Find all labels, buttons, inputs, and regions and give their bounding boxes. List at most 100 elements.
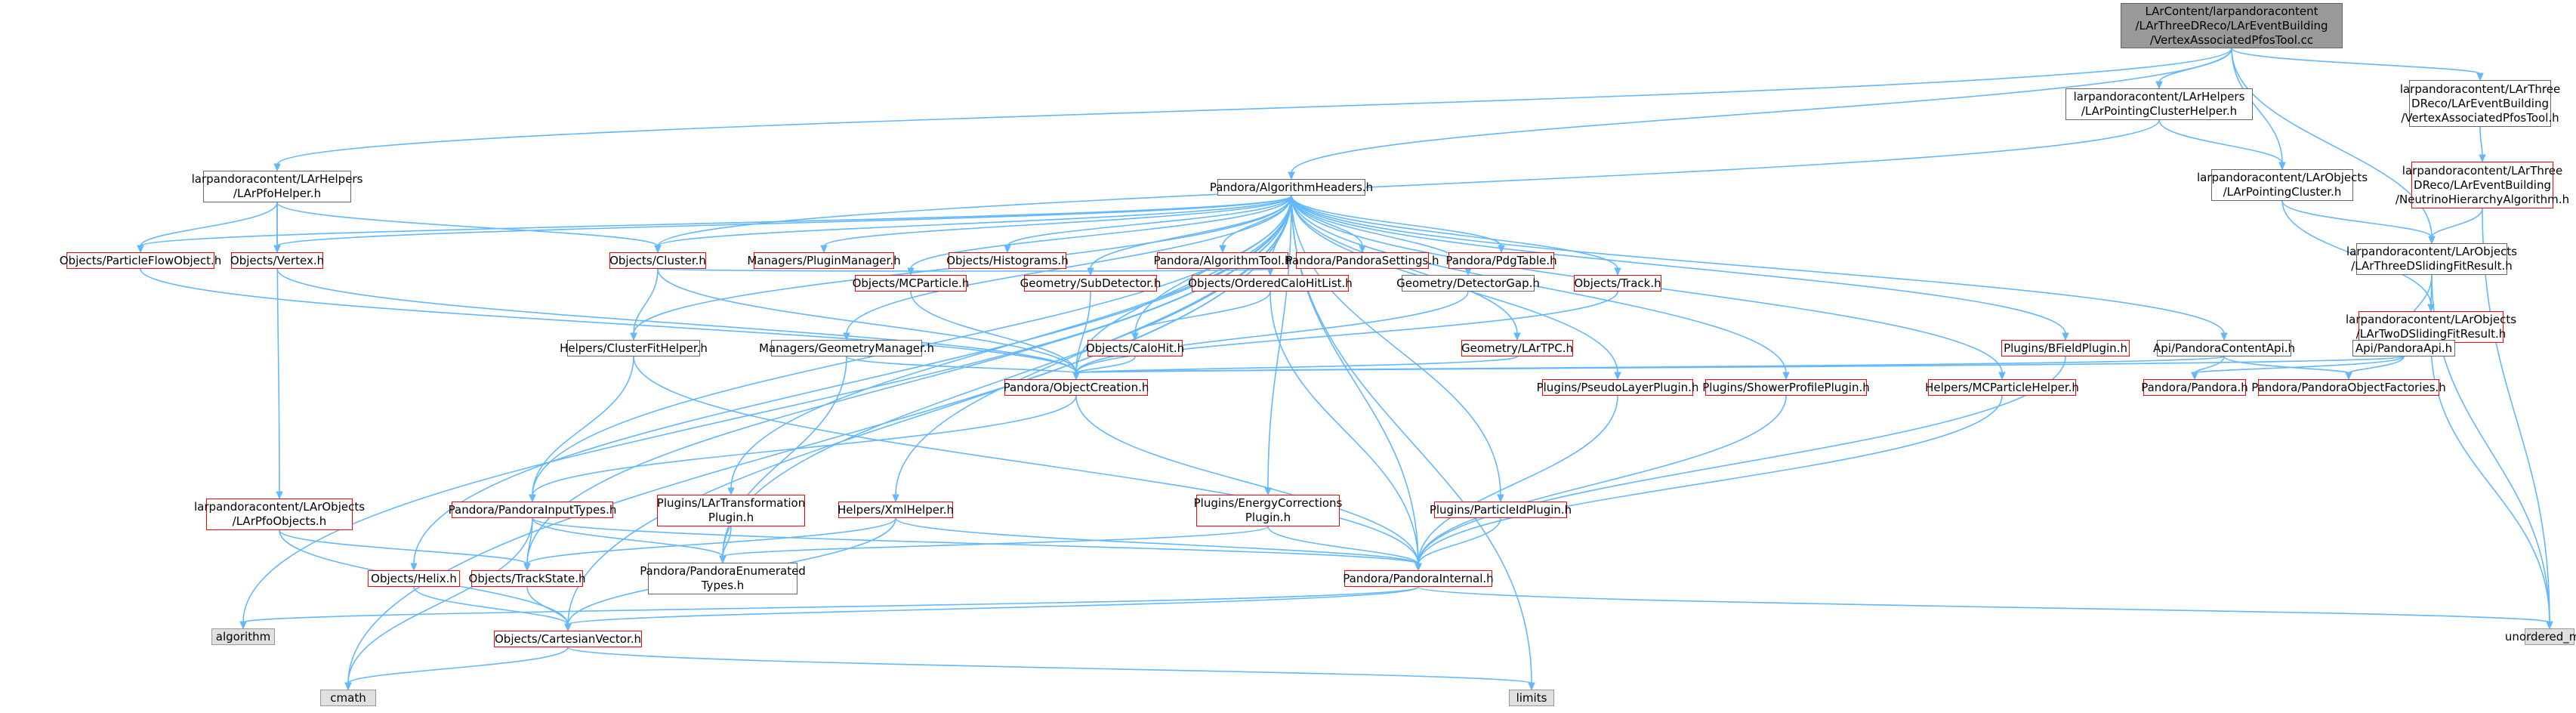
node-root[interactable]: LArContent/larpandoracontent /LArThreeDR… <box>2121 3 2343 48</box>
edge-algHeaders-to-objectCreation <box>1075 195 1292 374</box>
edge-arrowhead <box>276 491 283 500</box>
node-alg-headers[interactable]: Pandora/AlgorithmHeaders.h <box>1210 179 1373 196</box>
edge-arrowhead <box>1288 171 1295 181</box>
node-mc-particle[interactable]: Objects/MCParticle.h <box>853 275 969 292</box>
edge-arrowhead <box>1131 332 1139 341</box>
edge-algHeaders-to-pluginManager <box>823 195 1292 247</box>
edge-arrowhead <box>1528 682 1535 691</box>
node-object-factories[interactable]: Pandora/PandoraObjectFactories.h <box>2251 379 2446 396</box>
node-pfo-helper[interactable]: larpandoracontent/LArHelpers /LArPfoHelp… <box>192 171 362 202</box>
edge-arrowhead <box>2479 154 2486 163</box>
node-helix[interactable]: Objects/Helix.h <box>368 570 460 587</box>
node-pandora-settings[interactable]: Pandora/PandoraSettings.h <box>1285 252 1439 269</box>
edge-root-to-pointingClusterHelper <box>2158 48 2232 83</box>
node-lar-t-p-c[interactable]: Geometry/LArTPC.h <box>1461 340 1573 356</box>
edge-pfoHelper-to-pfObject <box>140 202 278 247</box>
node-input-types[interactable]: Pandora/PandoraInputTypes.h <box>449 502 616 518</box>
edge-showerProfilePlugin-to-pandoraInternal <box>1418 395 1787 565</box>
node-calo-hit[interactable]: Objects/CaloHit.h <box>1086 340 1184 356</box>
node-pseudo-layer-plugin[interactable]: Plugins/PseudoLayerPlugin.h <box>1537 379 1698 396</box>
edge-vertexToolH-to-neutrinoAlg <box>2479 126 2483 156</box>
edge-pointingCluster-to-threeDSliding <box>2281 200 2433 238</box>
edge-neutrinoAlg-to-threeDSliding <box>2431 208 2483 238</box>
node-track-state[interactable]: Objects/TrackState.h <box>469 570 585 587</box>
node-vertex-tool-h[interactable]: larpandoracontent/LArThree DReco/LArEven… <box>2400 80 2560 127</box>
node-cluster-fit-helper[interactable]: Helpers/ClusterFitHelper.h <box>560 340 708 356</box>
edge-arrowhead <box>2428 236 2436 245</box>
node-neutrino-alg[interactable]: larpandoracontent/LArThree DReco/LArEven… <box>2396 162 2569 208</box>
edge-energyCorrections-to-pandoraInternal <box>1267 526 1419 565</box>
edge-root-to-pfoHelper <box>276 48 2232 165</box>
node-pointing-cluster[interactable]: larpandoracontent/LArObjects /LArPointin… <box>2197 169 2368 201</box>
edge-arrowhead <box>2062 332 2069 341</box>
node-algorithm[interactable]: algorithm <box>211 628 275 645</box>
node-sub-detector[interactable]: Geometry/SubDetector.h <box>1020 275 1161 292</box>
node-cartesian-vector[interactable]: Objects/CartesianVector.h <box>494 631 642 647</box>
edge-arrowhead <box>1614 267 1621 276</box>
edge-pseudoLayerPlugin-to-pandoraInternal <box>1418 395 1618 565</box>
edge-cluster-to-clusterFitHelper <box>633 268 659 335</box>
edge-pandoraContentApi-to-objectFactories <box>2223 356 2349 374</box>
edge-arrowhead <box>564 623 572 632</box>
edge-caloHit-to-objectCreation <box>1075 356 1136 374</box>
edge-transformPlugin-to-enumeratedTypes <box>722 526 732 557</box>
node-pdg-table[interactable]: Pandora/PdgTable.h <box>1445 252 1557 269</box>
edge-arrowhead <box>523 563 531 572</box>
node-cluster[interactable]: Objects/Cluster.h <box>609 252 706 269</box>
node-pandora-content-api[interactable]: Api/PandoraContentApi.h <box>2153 340 2295 356</box>
edge-larTPC-to-objectCreation <box>1075 356 1518 374</box>
edge-arrowhead <box>137 245 144 254</box>
edge-algHeaders-to-track <box>1291 195 1618 270</box>
edge-pandoraInternal-to-algorithm <box>242 586 1419 623</box>
node-transform-plugin[interactable]: Plugins/LArTransformation Plugin.h <box>657 495 805 526</box>
node-xml-helper[interactable]: Helpers/XmlHelper.h <box>838 502 954 518</box>
edge-algHeaders-to-particleIdPlugin <box>1291 195 1501 496</box>
node-particle-id-plugin[interactable]: Plugins/ParticleIdPlugin.h <box>1430 502 1572 518</box>
edge-arrowhead <box>1513 332 1521 341</box>
node-ordered-calo-hit[interactable]: Objects/OrderedCaloHitList.h <box>1188 275 1353 292</box>
edge-subDetector-to-objectCreation <box>1075 291 1091 374</box>
edge-mcParticle-to-objectCreation <box>910 291 1077 374</box>
node-pointing-cluster-helper[interactable]: larpandoracontent/LArHelpers /LArPointin… <box>2065 88 2253 120</box>
node-plugin-manager[interactable]: Managers/PluginManager.h <box>747 252 901 269</box>
edge-algHeaders-to-algorithm <box>242 195 1292 623</box>
edge-xmlHelper-to-pandoraInternal <box>895 517 1419 565</box>
edge-mcParticleHelper-to-pandoraInternal <box>1418 395 2003 565</box>
edge-arrowhead <box>892 494 899 503</box>
node-track[interactable]: Objects/Track.h <box>1574 275 1661 292</box>
edge-arrowhead <box>344 682 352 691</box>
node-object-creation[interactable]: Pandora/ObjectCreation.h <box>1004 379 1149 396</box>
edge-pfoHelper-to-cluster <box>276 202 659 247</box>
node-pandora-internal[interactable]: Pandora/PandoraInternal.h <box>1343 570 1494 587</box>
node-pfo-objects[interactable]: larpandoracontent/LArObjects /LArPfoObje… <box>194 498 365 530</box>
node-shower-profile-plugin[interactable]: Plugins/ShowerProfilePlugin.h <box>1702 379 1870 396</box>
node-pf-object[interactable]: Objects/ParticleFlowObject.h <box>60 252 221 269</box>
edge-arrowhead <box>2476 73 2484 82</box>
node-histograms[interactable]: Objects/Histograms.h <box>946 252 1069 269</box>
node-mc-particle-helper[interactable]: Helpers/MCParticleHelper.h <box>1925 379 2079 396</box>
node-alg-tool[interactable]: Pandora/AlgorithmTool.h <box>1153 252 1292 269</box>
node-pandora-h[interactable]: Pandora/Pandora.h <box>2141 379 2248 396</box>
node-b-field-plugin[interactable]: Plugins/BFieldPlugin.h <box>2001 340 2130 356</box>
edge-pandoraApi-to-pandoraH <box>2194 356 2405 374</box>
node-unordered-map[interactable]: unordered_map <box>2505 628 2576 645</box>
node-cmath[interactable]: cmath <box>320 690 376 706</box>
node-detector-gap[interactable]: Geometry/DetectorGap.h <box>1396 275 1540 292</box>
edge-vertex-to-objectCreation <box>276 268 1077 374</box>
node-pandora-api[interactable]: Api/PandoraApi.h <box>2352 340 2455 356</box>
edge-arrowhead <box>2546 621 2553 630</box>
edge-arrowhead <box>239 621 247 630</box>
node-three-d-sliding[interactable]: larpandoracontent/LArObjects /LArThreeDS… <box>2346 243 2517 275</box>
node-two-d-sliding[interactable]: larpandoracontent/LArObjects /LArTwoDSli… <box>2346 311 2516 343</box>
edge-pandoraInternal-to-cartesianVector <box>567 586 1419 625</box>
edge-twoDSliding-to-unorderedMap <box>2430 342 2550 623</box>
edge-arrowhead <box>2345 372 2352 381</box>
node-vertex[interactable]: Objects/Vertex.h <box>230 252 324 269</box>
node-limits[interactable]: limits <box>1509 690 1554 706</box>
node-geometry-manager[interactable]: Managers/GeometryManager.h <box>759 340 934 356</box>
edge-objectCreation-to-pandoraInternal <box>1075 395 1419 565</box>
edge-root-to-algHeaders <box>1291 48 2232 174</box>
node-energy-corrections[interactable]: Plugins/EnergyCorrections Plugin.h <box>1194 495 1342 526</box>
edge-pfoObjects-to-trackState <box>279 529 528 565</box>
node-enumerated-types[interactable]: Pandora/PandoraEnumerated Types.h <box>640 563 806 594</box>
